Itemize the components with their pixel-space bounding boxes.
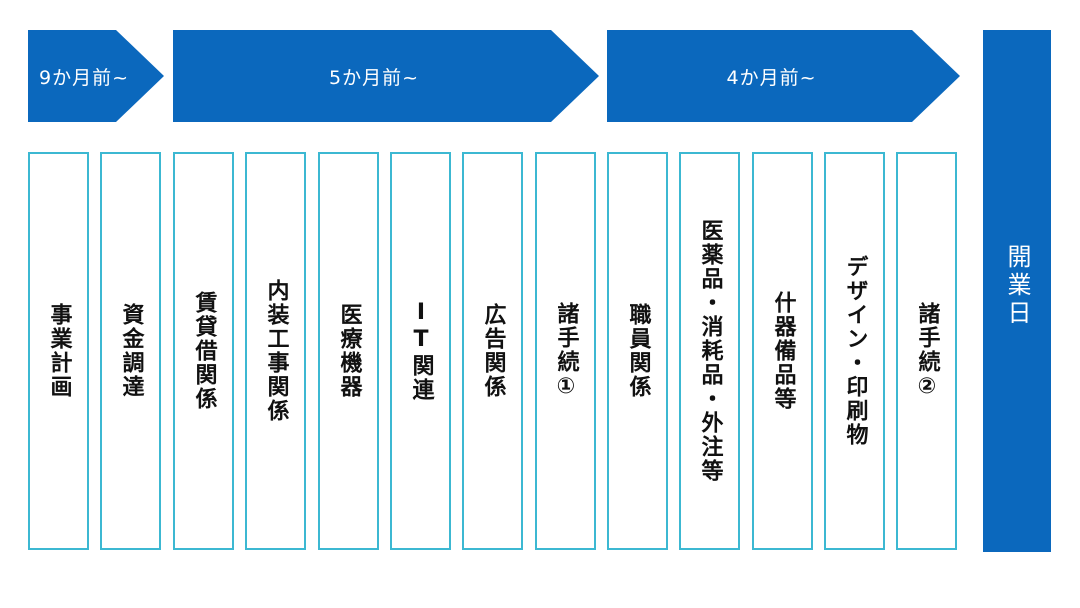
- task-label: 賃貸借関係: [191, 291, 217, 411]
- task-box-staff: 職員関係: [607, 152, 668, 550]
- task-label: 什器備品等: [770, 291, 796, 411]
- phase-label: 9か月前~: [38, 66, 129, 89]
- task-box-advertising: 広告関係: [462, 152, 523, 550]
- task-label: 広告関係: [480, 303, 506, 399]
- phase-arrow-5-months: 5か月前~: [173, 30, 599, 122]
- task-label: デザイン・印刷物: [842, 255, 868, 447]
- task-label: 内装工事関係: [263, 279, 289, 423]
- opening-day-column: 開業日: [983, 30, 1051, 552]
- phase-arrow-4-months: 4か月前~: [607, 30, 960, 122]
- task-label: 職員関係: [625, 303, 651, 399]
- task-box-design-print: デザイン・印刷物: [824, 152, 885, 550]
- task-label: 諸手続②: [914, 301, 940, 401]
- task-box-fixtures: 什器備品等: [752, 152, 813, 550]
- task-box-funding: 資金調達: [100, 152, 161, 550]
- task-label: 事業計画: [46, 303, 72, 399]
- task-box-medical-equipment: 医療機器: [318, 152, 379, 550]
- phase-label: 4か月前~: [726, 66, 817, 89]
- task-label: 医療機器: [336, 303, 362, 399]
- task-box-lease: 賃貸借関係: [173, 152, 234, 550]
- task-box-procedures-2: 諸手続②: [896, 152, 957, 550]
- opening-day-label: 開業日: [1003, 244, 1031, 328]
- task-label: 医薬品・消耗品・外注等: [697, 219, 723, 483]
- task-label: IT関連: [408, 300, 434, 402]
- task-box-it: IT関連: [390, 152, 451, 550]
- task-label: 資金調達: [118, 303, 144, 399]
- task-box-business-plan: 事業計画: [28, 152, 89, 550]
- task-box-procedures-1: 諸手続①: [535, 152, 596, 550]
- phase-arrow-9-months: 9か月前~: [28, 30, 164, 122]
- task-label: 諸手続①: [553, 301, 579, 401]
- task-box-interior-work: 内装工事関係: [245, 152, 306, 550]
- task-box-pharmaceuticals: 医薬品・消耗品・外注等: [679, 152, 740, 550]
- phase-label: 5か月前~: [328, 66, 419, 89]
